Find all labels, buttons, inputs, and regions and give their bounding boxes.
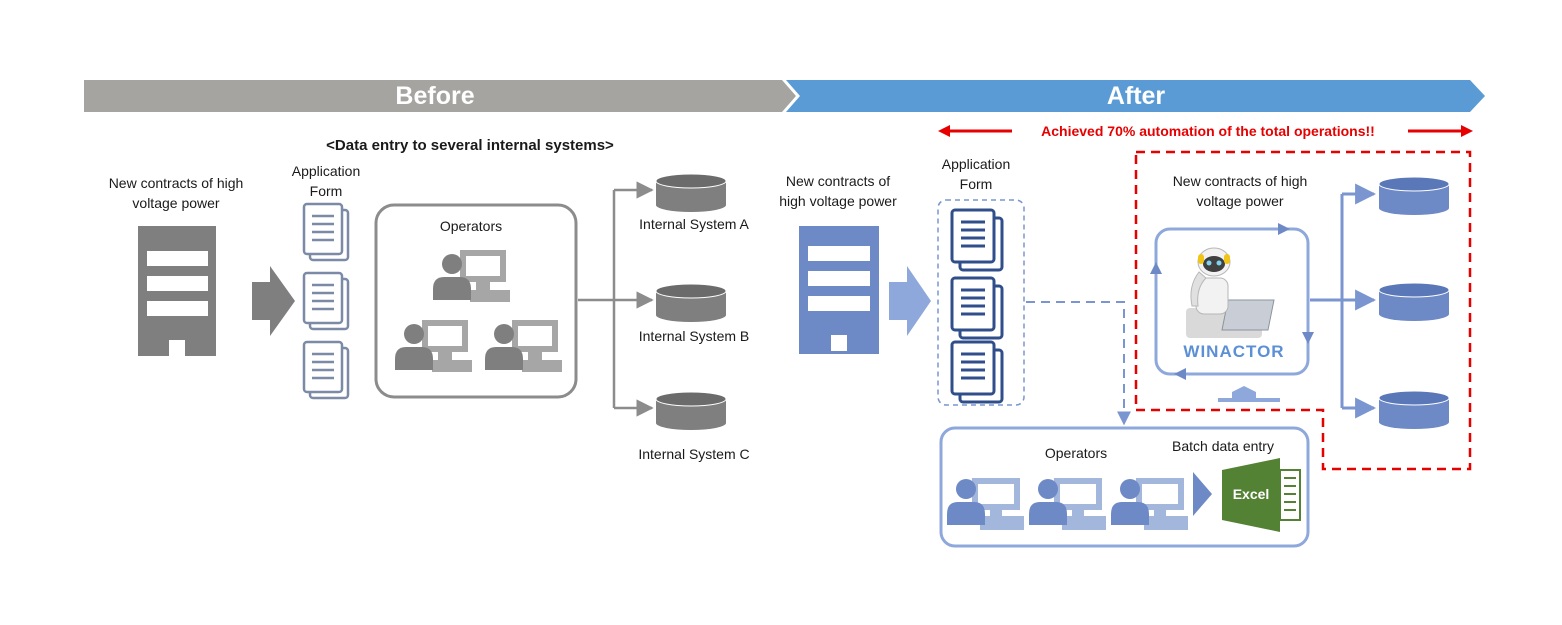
automation-dashed-region [1134, 150, 1472, 471]
after-operators-icon [947, 478, 1188, 530]
system-b-label: Internal System B [638, 328, 750, 344]
before-source-building-icon [138, 226, 216, 356]
after-banner-label: After [1106, 82, 1166, 110]
after-operators-label: Operators [1044, 445, 1108, 461]
before-banner [84, 80, 796, 112]
batch-entry-label: Batch data entry [1172, 438, 1274, 454]
after-form-dashed-box [937, 199, 1025, 406]
before-operators-label: Operators [439, 218, 503, 234]
before-banner-label: Before [395, 82, 475, 110]
batch-arrow-icon [1193, 472, 1212, 516]
before-form-documents-icon [302, 202, 350, 400]
after-flow-arrow-icon [889, 266, 931, 336]
automation-range-arrows [938, 125, 1473, 137]
automation-label: Achieved 70% automation of the total ope… [1041, 123, 1375, 139]
after-source-building-icon [799, 226, 879, 354]
excel-icon [1222, 458, 1301, 532]
after-banner [786, 80, 1485, 112]
after-form-to-operators-connector [1026, 301, 1131, 426]
after-database-icons [1378, 176, 1450, 429]
robot-icon [1186, 247, 1275, 338]
excel-label: Excel [1232, 486, 1270, 502]
system-c-label: Internal System C [638, 446, 750, 462]
before-flow-arrow-icon [252, 266, 295, 336]
before-system-connectors [578, 181, 654, 417]
winactor-logo: WINACTOR [1183, 342, 1285, 361]
before-operators-icon [395, 250, 562, 372]
before-database-icons [655, 173, 727, 430]
after-form-documents-icon [950, 208, 1004, 404]
before-title: <Data entry to several internal systems> [326, 137, 614, 154]
after-system-connectors [1310, 183, 1377, 419]
up-arrow-icon [1218, 386, 1280, 402]
system-a-label: Internal System A [639, 216, 749, 232]
